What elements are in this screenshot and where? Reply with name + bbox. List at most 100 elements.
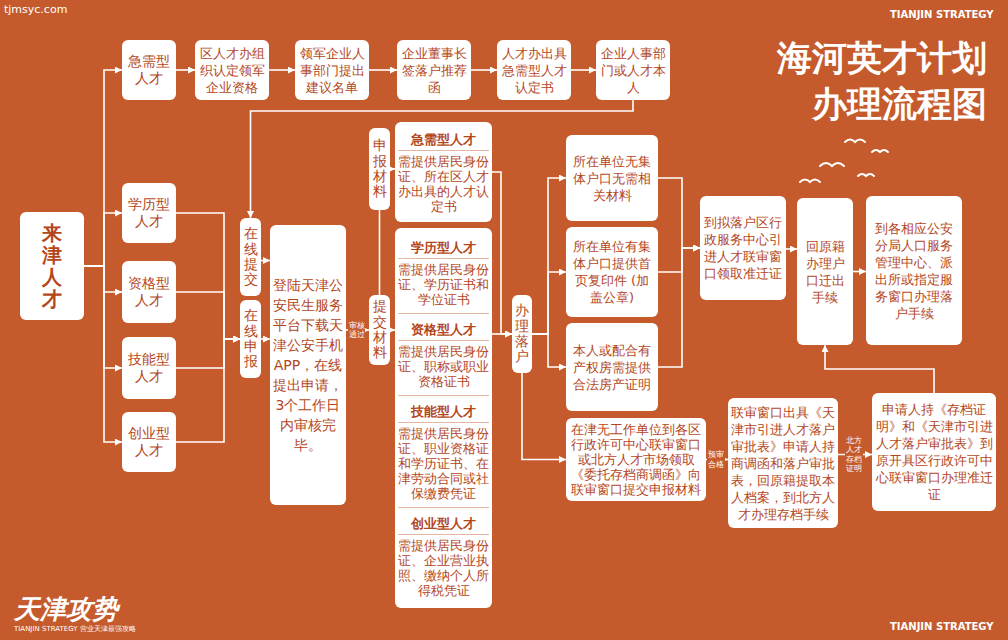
process-box: 在津无工作单位到各区行政许可中心联审窗口或北方人才市场领取《委托存档商调函》向联… (566, 418, 706, 501)
process-box: 创业型人才 (122, 412, 176, 472)
process-box: 领军企业人事部门提出建议名单 (295, 40, 369, 100)
flow-arrow (658, 248, 700, 367)
box-text: 到拟落户区行政服务中心引进人才联审窗口领取准迁证 (703, 214, 783, 282)
box-text: 创业型人才 (125, 425, 173, 459)
process-box: 联审窗口出具《天津市引进人才落户审批表》申请人持商调函和落户审批表，回原籍提取本… (728, 398, 838, 528)
flow-arrow (532, 178, 566, 334)
process-box: 区人才办组织认定领军企业资格 (195, 40, 269, 100)
diagram-title: 海河英才计划 办理流程图 (745, 36, 987, 127)
section-heading: 急需型人才 (398, 131, 489, 151)
box-text: 区人才办组织认定领军企业资格 (198, 45, 266, 96)
process-box: 资格型人才 (122, 261, 176, 323)
flow-arrow (176, 213, 240, 339)
flow-arrow (471, 69, 497, 71)
vertical-box: 来津人才 (20, 212, 84, 320)
box-text: 办理落户 (515, 303, 529, 365)
process-box: 所在单位无集体户口无需相关材料 (566, 135, 658, 221)
watermark-text: TIANJIN STRATEGY (890, 621, 994, 632)
edge-label: 预审 合格 (707, 450, 725, 468)
vertical-box: 办理落户 (512, 295, 532, 373)
box-text: 人才办出具急需型人才认定书 (500, 45, 568, 96)
process-box: 到各相应公安分局人口服务管理中心、派出所或指定服务窗口办理落户手续 (866, 196, 962, 345)
box-text: 在线申报 (244, 308, 258, 370)
box-text: 本人或配合有产权房需提供合法房产证明 (569, 342, 655, 393)
box-text: 到各相应公安分局人口服务管理中心、派出所或指定服务窗口办理落户手续 (869, 220, 959, 322)
bird-symbol (858, 174, 874, 176)
process-box: 学历型人才需提供居民身份证、学历证书和学位证书资格型人才需提供居民身份证、职称或… (395, 228, 492, 608)
watermark-text: TIANJIN STRATEGY (890, 9, 994, 20)
process-box: 急需型人才 (122, 40, 176, 100)
box-text: 企业董事长签落户推荐函 (400, 45, 468, 96)
box-text: 急需型人才 (125, 53, 173, 87)
flow-arrow (84, 213, 122, 266)
flow-arrow (176, 339, 240, 368)
box-text: 申报材料 (373, 138, 387, 200)
bird-symbol (800, 180, 820, 183)
flow-arrow (84, 266, 122, 442)
bird-symbol (845, 140, 865, 143)
flow-arrow (176, 292, 240, 339)
flow-arrow (522, 373, 566, 460)
box-text: 资格型人才 (125, 275, 173, 309)
flow-arrow (261, 338, 270, 340)
box-text: 所在单位有集体户口提供首页复印件 (加盖公章) (569, 238, 655, 306)
flow-arrow (379, 210, 381, 295)
flow-arrow (853, 271, 866, 273)
flow-arrow (532, 272, 566, 334)
process-box: 技能型人才 (122, 337, 176, 399)
flow-arrow (658, 248, 700, 272)
box-text: 企业人事部门或人才本人 (599, 45, 667, 96)
box-text: 学历型人才 (125, 196, 173, 230)
section-body: 需提供居民身份证、所在区人才办出具的人才认定书 (398, 154, 489, 214)
edge-label: 北方人才 存档证明 (845, 436, 863, 473)
flow-arrow (261, 260, 270, 262)
process-box: 人才办出具急需型人才认定书 (497, 40, 571, 100)
section-body: 需提供居民身份证、职称或职业资格证书 (398, 344, 489, 389)
section-body: 需提供居民身份证、职业资格证和学历证书、在津劳动合同或社保缴费凭证 (398, 426, 489, 501)
flow-arrow (176, 339, 240, 442)
watermark-text: TIANJIN STRATEGY 营业天津最强攻略 (14, 624, 136, 634)
vertical-box: 提交材料 (369, 295, 390, 365)
box-text: 所在单位无集体户口无需相关材料 (569, 153, 655, 204)
box-text: 登陆天津公安民生服务平台下载天津公安手机APP，在线提出申请，3个工作日内审核完… (273, 275, 343, 455)
bird-symbol (872, 150, 888, 152)
flow-arrow (176, 69, 195, 71)
flow-arrow (492, 333, 512, 335)
flow-arrow (825, 345, 934, 393)
flow-arrow (84, 70, 122, 266)
process-box: 到拟落户区行政服务中心引进人才联审窗口领取准迁证 (700, 196, 786, 300)
bird-symbol (820, 163, 844, 166)
flow-arrow (658, 178, 700, 248)
vertical-box: 申报材料 (369, 128, 390, 210)
flow-arrow (84, 266, 122, 292)
flow-arrow (269, 69, 295, 71)
section-heading: 资格型人才 (398, 321, 489, 341)
flow-arrow (786, 248, 797, 250)
flow-arrow (492, 172, 512, 334)
flow-arrow (532, 334, 566, 367)
process-box: 申请人持《存档证明》和《天津市引进人才落户审批表》到原开具区行政许可中心联审窗口… (872, 393, 996, 511)
process-box: 急需型人才需提供居民身份证、所在区人才办出具的人才认定书 (395, 122, 492, 222)
box-text: 联审窗口出具《天津市引进人才落户审批表》申请人持商调函和落户审批表，回原籍提取本… (731, 404, 835, 523)
box-text: 回原籍办理户口迁出手续 (800, 238, 850, 306)
box-text: 申请人持《存档证明》和《天津市引进人才落户审批表》到原开具区行政许可中心联审窗口… (875, 401, 993, 503)
section-heading: 技能型人才 (398, 403, 489, 423)
process-box: 企业董事长签落户推荐函 (397, 40, 471, 100)
process-box: 登陆天津公安民生服务平台下载天津公安手机APP，在线提出申请，3个工作日内审核完… (270, 225, 346, 505)
section-heading: 创业型人才 (398, 515, 489, 535)
logo-text: 天津攻势 (14, 592, 118, 627)
vertical-box: 在线提交 (240, 218, 261, 296)
section-heading: 学历型人才 (398, 239, 489, 259)
box-text: 领军企业人事部门提出建议名单 (298, 45, 366, 96)
section-body: 需提供居民身份证、企业营业执照、缴纳个人所得税凭证 (398, 538, 489, 598)
flow-arrow (369, 69, 397, 71)
section-body: 需提供居民身份证、学历证书和学位证书 (398, 262, 489, 307)
box-text: 技能型人才 (125, 351, 173, 385)
process-box: 企业人事部门或人才本人 (596, 40, 670, 100)
box-text: 提交材料 (373, 299, 387, 361)
process-box: 学历型人才 (122, 183, 176, 243)
box-text: 来津人才 (42, 222, 62, 310)
box-text: 在津无工作单位到各区行政许可中心联审窗口或北方人才市场领取《委托存档商调函》向联… (569, 422, 703, 497)
edge-label: 审核 通过 (348, 321, 366, 339)
watermark-text: tjmsyc.com (4, 3, 67, 16)
